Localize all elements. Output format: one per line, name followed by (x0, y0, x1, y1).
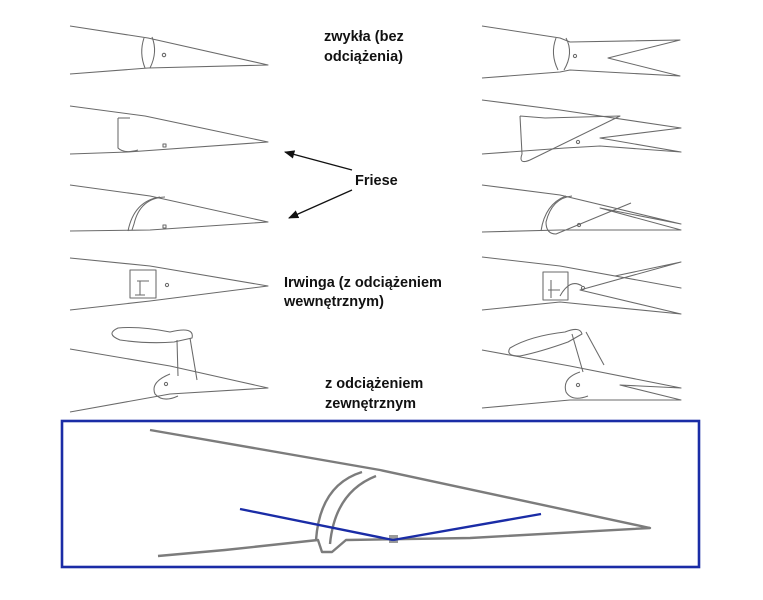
enlarged-friese-aileron (149, 428, 652, 558)
irwing-aileron-deflected (481, 256, 682, 315)
hinge-point-icon (162, 224, 167, 229)
label-external-line2: zewnętrznym (325, 396, 417, 412)
hinge-point-icon (164, 282, 170, 288)
highlight-frame (60, 419, 701, 569)
highlight-line-right (392, 512, 542, 542)
friese-aileron-deflected-2 (481, 184, 682, 235)
hinge-point-icon (575, 139, 581, 145)
label-plain-line2: odciążenia) (324, 49, 403, 65)
plain-aileron-neutral (69, 25, 269, 75)
hinge-point-icon (580, 285, 586, 291)
hinge-point-icon (576, 222, 582, 228)
hinge-point-icon (163, 381, 169, 387)
highlight-line-left (239, 507, 394, 542)
label-plain-line1: zwykła (bez (324, 29, 404, 45)
external-balance-aileron-neutral (69, 326, 269, 413)
external-balance-aileron-deflected (481, 328, 682, 409)
irwing-aileron-neutral (69, 257, 269, 311)
friese-aileron-neutral-2 (69, 184, 269, 232)
label-irwing-line1: Irwinga (z odciążeniem (284, 275, 442, 291)
plain-aileron-deflected (481, 25, 681, 79)
label-external-line1: z odciążeniem (325, 376, 424, 392)
hinge-point-icon (162, 143, 167, 148)
friese-aileron-neutral-1 (69, 105, 269, 155)
label-friese: Friese (355, 173, 398, 189)
friese-aileron-deflected-1 (481, 99, 682, 163)
arrow-to-friese-top-icon (283, 150, 353, 171)
hinge-point-icon (575, 382, 581, 388)
hinge-point-icon (572, 53, 578, 59)
label-irwing-line2: wewnętrznym) (284, 294, 384, 310)
arrow-to-friese-bottom-icon (288, 189, 353, 219)
hinge-point-icon (161, 52, 167, 58)
